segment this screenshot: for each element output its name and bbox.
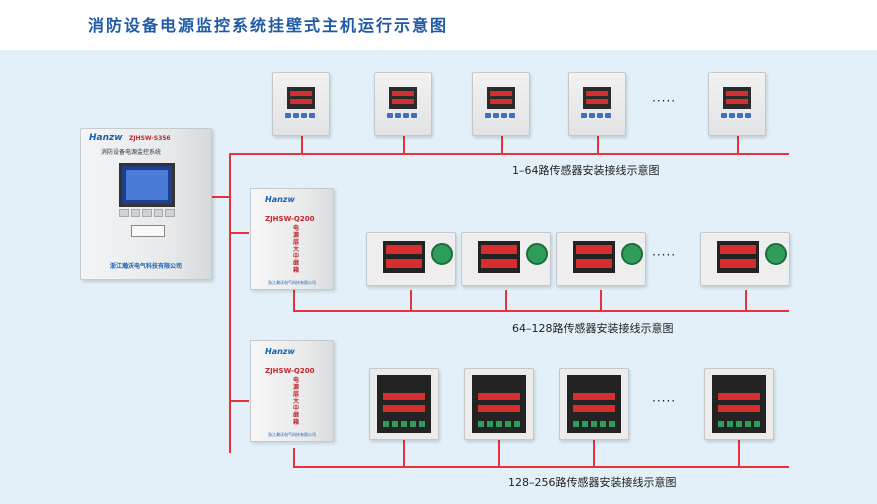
host-lcd-screen	[119, 163, 175, 207]
relay-company-label: 浙江瀚沃电气科技有限公司	[268, 432, 316, 437]
row3-drop-3	[593, 438, 595, 468]
caption-row2: 64–128路传感器安装接线示意图	[512, 322, 674, 335]
relay-model-label: ZJHSW-Q200	[265, 367, 315, 375]
host-link-wire	[210, 196, 230, 198]
row1-bus-wire	[229, 153, 789, 155]
relay-box-label: 电源层大中继箱	[293, 225, 300, 274]
sensor-module	[568, 72, 626, 136]
host-brand-logo: Hanzw	[89, 133, 123, 143]
row2-drop-2	[505, 290, 507, 312]
relay-box-1: Hanzw ZJHSW-Q200 电源层大中继箱 浙江瀚沃电气科技有限公司	[250, 188, 334, 290]
sensor-module	[369, 368, 439, 440]
host-printer-slot	[131, 225, 165, 237]
sensor-module	[366, 232, 456, 286]
row3-drop-wire	[293, 448, 295, 468]
row3-feed-wire	[229, 400, 249, 402]
row2-bus-wire	[293, 310, 789, 312]
relay-box-2: Hanzw ZJHSW-Q200 电源层大中继箱 浙江瀚沃电气科技有限公司	[250, 340, 334, 442]
caption-row1: 1–64路传感器安装接线示意图	[512, 164, 660, 177]
host-model-label: ZJHSW-S356	[129, 135, 171, 142]
sensor-module	[461, 232, 551, 286]
main-vertical-wire	[229, 153, 231, 453]
sensor-module	[272, 72, 330, 136]
row3-drop-1	[403, 438, 405, 468]
row1-drop-2	[403, 135, 405, 155]
sensor-module	[556, 232, 646, 286]
row1-drop-1	[301, 135, 303, 155]
sensor-module	[708, 72, 766, 136]
relay-box-label: 电源层大中继箱	[293, 377, 300, 426]
row1-drop-5	[737, 135, 739, 155]
row1-drop-3	[501, 135, 503, 155]
ellipsis-row3: ·····	[652, 394, 677, 408]
row3-drop-2	[498, 438, 500, 468]
row2-drop-1	[410, 290, 412, 312]
row2-drop-3	[600, 290, 602, 312]
sensor-module	[559, 368, 629, 440]
sensor-module	[472, 72, 530, 136]
page-title: 消防设备电源监控系统挂壁式主机运行示意图	[88, 16, 449, 35]
host-keypad	[119, 209, 175, 217]
relay-company-label: 浙江瀚沃电气科技有限公司	[268, 280, 316, 285]
relay-brand-logo: Hanzw	[265, 347, 295, 356]
row2-drop-wire	[293, 288, 295, 312]
ellipsis-row2: ·····	[652, 248, 677, 262]
row3-bus-wire	[293, 466, 789, 468]
relay-model-label: ZJHSW-Q200	[265, 215, 315, 223]
sensor-module	[700, 232, 790, 286]
sensor-module	[704, 368, 774, 440]
row2-feed-wire	[229, 232, 249, 234]
row3-drop-4	[738, 438, 740, 468]
host-company-label: 浙江瀚沃电气科技有限公司	[109, 263, 182, 270]
sensor-module	[374, 72, 432, 136]
row1-drop-4	[597, 135, 599, 155]
sensor-module	[464, 368, 534, 440]
wall-mounted-host: Hanzw ZJHSW-S356 消防设备电源监控系统 浙江瀚沃电气科技有限公司	[80, 128, 212, 280]
caption-row3: 128–256路传感器安装接线示意图	[508, 476, 677, 489]
host-system-name: 消防设备电源监控系统	[101, 149, 162, 156]
relay-brand-logo: Hanzw	[265, 195, 295, 204]
ellipsis-row1: ·····	[652, 94, 677, 108]
row2-drop-4	[745, 290, 747, 312]
